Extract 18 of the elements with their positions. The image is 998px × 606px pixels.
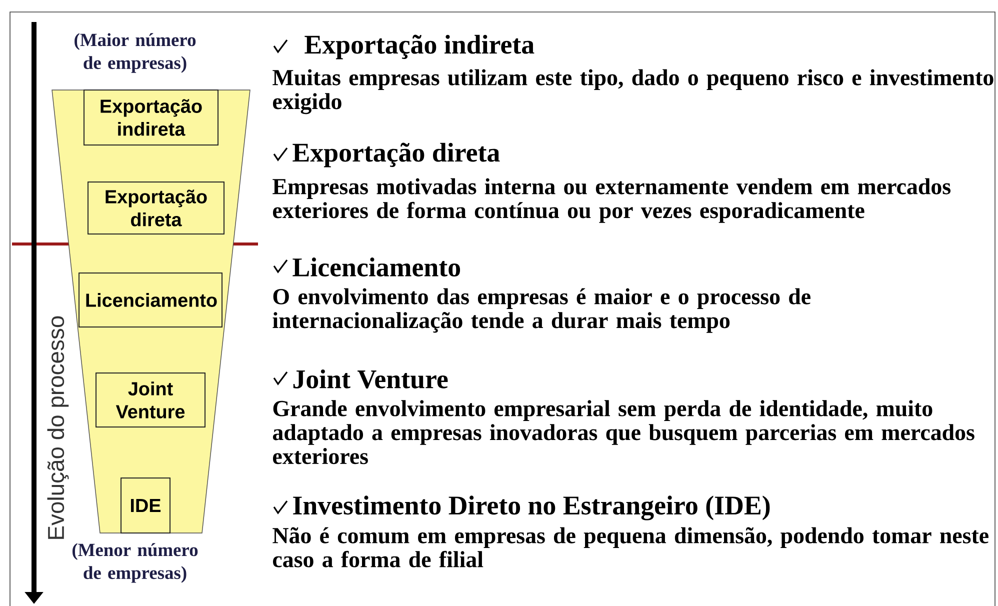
stage-box: Licenciamento — [78, 272, 222, 328]
heading: Licenciamento — [292, 258, 460, 276]
description: Grande envolvimento empresarial sem perda de identidade, muito adaptado a empresas inovadoras que busquem parcerias em mercados exteriores — [272, 400, 974, 464]
heading: Exportação indireta — [304, 34, 534, 60]
note: (Maior número de empresas) — [74, 33, 196, 73]
stage-box: Exportação direta — [88, 182, 224, 234]
description: Empresas motivadas interna ou externamente vendem em mercados exteriores de forma contínua ou por vezes esporadicamente — [272, 178, 950, 223]
stage-box: Joint Venture — [96, 372, 206, 428]
heading: Investimento Direto no Estrangeiro (IDE) — [293, 496, 770, 520]
description: O envolvimento das empresas é maior e o processo de internacionalização tende a durar mais tempo — [272, 288, 810, 333]
description: Muitas empresas utilizam este tipo, dado o pequeno risco e investimento exigido — [272, 69, 994, 114]
axis-label: Evolução do processo — [47, 316, 69, 539]
note: (Menor número de empresas) — [72, 543, 198, 583]
stage-box: IDE — [120, 478, 170, 534]
heading: Exportação direta — [292, 142, 500, 168]
description: Não é comum em empresas de pequena dimensão, podendo tomar neste caso a forma de filial — [272, 527, 988, 568]
heading: Joint Venture — [293, 369, 448, 389]
stage-box: Exportação indireta — [84, 90, 218, 146]
